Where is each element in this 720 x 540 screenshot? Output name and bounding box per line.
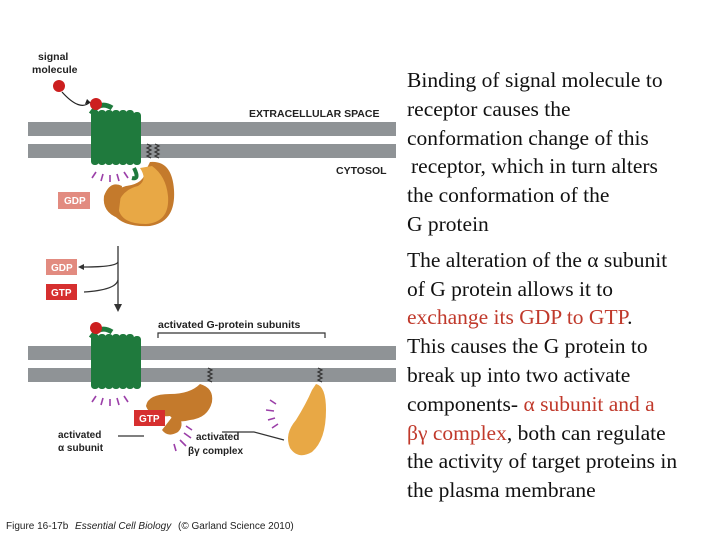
gdp-badge-top <box>58 192 90 209</box>
gdp-badge-top-text: GDP <box>64 196 86 207</box>
caption-book: Essential Cell Biology <box>75 521 172 532</box>
bg-label-line2: βγ complex <box>188 446 243 457</box>
p2-line-6a: components- <box>407 391 524 416</box>
p2-line-7-red: βγ complex <box>407 420 507 445</box>
free-signal-molecule <box>53 80 65 92</box>
alpha-label-line2: α subunit <box>58 443 104 454</box>
p2-line-3-red: exchange its GDP to GTP <box>407 305 628 330</box>
lipid-anchor-bg <box>316 367 324 383</box>
p2-line-8: the activity of target proteins in <box>407 449 678 474</box>
paragraph-1: Binding of signal molecule to receptor c… <box>407 66 717 239</box>
bound-signal-molecule-bottom <box>90 322 102 334</box>
p1-line-4: receptor, which in turn alters <box>411 154 658 179</box>
gdp-badge-exchange-text: GDP <box>51 263 73 274</box>
lipid-anchor-alpha <box>206 367 214 383</box>
gtp-badge-bottom-text: GTP <box>139 414 160 425</box>
p2-line-2: of G protein allows it to <box>407 276 614 301</box>
p1-line-3: conformation change of this <box>407 125 649 150</box>
p2-line-7-end: , both can regulate <box>506 420 666 445</box>
p1-line-6: G protein <box>407 211 489 236</box>
membrane-bottom-outer <box>28 346 396 360</box>
alpha-activation-rays <box>173 425 193 452</box>
alpha-subunit-top <box>118 166 169 224</box>
caption-credit: (© Garland Science 2010) <box>178 521 294 532</box>
activation-rays-top <box>91 171 129 182</box>
p2-line-9: the plasma membrane <box>407 478 596 503</box>
activated-subunits-bracket <box>157 332 326 338</box>
gtp-badge-exchange-text: GTP <box>51 288 72 299</box>
p2-line-6-red: α subunit and a <box>523 391 655 416</box>
g-protein-top-tail <box>103 184 122 218</box>
receptor-top <box>88 102 141 181</box>
p2-line-3-end: . <box>627 305 633 330</box>
p2-line-4: This causes the G protein to <box>407 334 648 359</box>
p1-line-2: receptor causes the <box>407 96 571 121</box>
p1-line-1: Binding of signal molecule to <box>407 68 663 92</box>
explanation-text: Binding of signal molecule to receptor c… <box>407 66 717 505</box>
bg-label-pointer <box>222 431 285 441</box>
paragraph-2: The alteration of the α subunit of G pro… <box>407 246 717 505</box>
p2-line-5: break up into two activate <box>407 362 631 387</box>
p1-line-5: the conformation of the <box>407 183 610 208</box>
gtp-badge-bottom <box>134 410 165 426</box>
signal-label-line1: signal <box>38 51 68 63</box>
extracellular-label: EXTRACELLULAR SPACE <box>249 108 379 120</box>
lipid-anchor-1 <box>145 143 153 159</box>
membrane-top-outer <box>28 122 396 136</box>
gtp-badge-exchange <box>46 284 77 300</box>
activation-rays-bottom <box>91 395 129 406</box>
membrane-top-inner <box>28 144 396 158</box>
caption-fig: Figure 16-17b <box>6 521 69 532</box>
signal-label-line2: molecule <box>32 64 78 76</box>
activated-subunits-label: activated G-protein subunits <box>158 319 301 331</box>
gdp-badge-exchange <box>46 259 77 275</box>
bg-activation-rays <box>265 399 279 429</box>
bound-signal-molecule-top <box>90 98 102 110</box>
exchange-arrows <box>83 246 119 304</box>
alpha-label-line1: activated <box>58 430 101 441</box>
bg-label-line1: activated <box>196 432 239 443</box>
p2-line-1: The alteration of the α subunit <box>407 247 668 272</box>
cytosol-label: CYTOSOL <box>336 165 387 177</box>
receptor-bottom <box>88 326 141 389</box>
bg-complex-bottom <box>288 384 326 456</box>
figure-caption: Figure 16-17b Essential Cell Biology (© … <box>6 521 294 532</box>
lipid-anchor-2 <box>153 143 161 159</box>
